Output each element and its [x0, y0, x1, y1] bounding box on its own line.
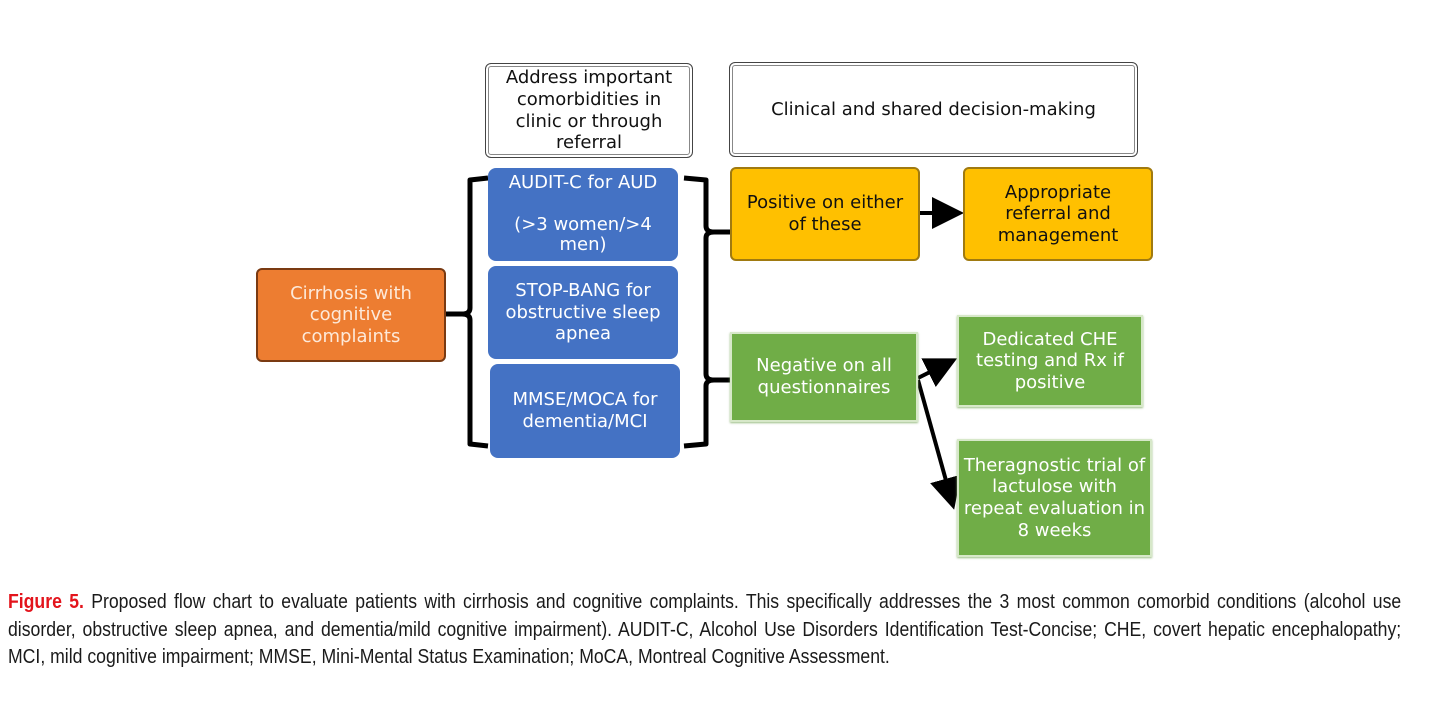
- arrow-negative-to-lactulose: [916, 379, 961, 510]
- node-lactulose-trial: Theragnostic trial of lactulose with rep…: [957, 439, 1152, 557]
- right-brace: [683, 175, 732, 449]
- header-address-comorbidities: Address important comorbidities in clini…: [485, 63, 693, 158]
- arrow-negative-to-che: [917, 358, 958, 388]
- header-clinical-decision-making: Clinical and shared decision-making: [729, 62, 1138, 157]
- caption-text: Proposed flow chart to evaluate patients…: [8, 590, 1402, 668]
- node-negative: Negative on all questionnaires: [730, 332, 918, 422]
- node-positive: Positive on either of these: [730, 167, 920, 261]
- node-che-testing: Dedicated CHE testing and Rx if positive: [957, 315, 1143, 407]
- node-appropriate-referral: Appropriate referral and management: [963, 167, 1153, 261]
- figure-caption: Figure 5. Proposed flow chart to evaluat…: [8, 588, 1401, 671]
- node-mmse-moca: MMSE/MOCA for dementia/MCI: [490, 364, 680, 458]
- node-cirrhosis-cognitive-complaints: Cirrhosis with cognitive complaints: [256, 268, 446, 362]
- figure-label: Figure 5.: [8, 590, 84, 613]
- left-brace: [446, 175, 489, 449]
- node-audit-c: AUDIT-C for AUD (>3 women/>4 men): [488, 168, 678, 261]
- node-stop-bang: STOP-BANG for obstructive sleep apnea: [488, 266, 678, 359]
